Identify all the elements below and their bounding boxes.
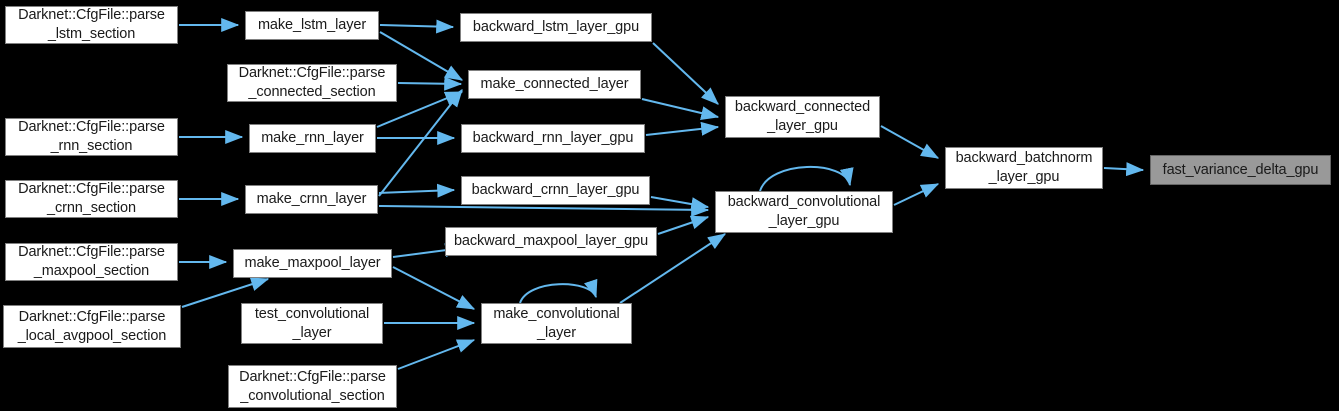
call-edge-backward_conv_gpu-to-backward_batchnorm_gpu <box>893 183 940 206</box>
call-edge-make_conv_layer-to-make_conv_layer <box>519 278 598 304</box>
node-label-parse_convolutional: Darknet::CfgFile::parse _convolutional_s… <box>239 368 386 404</box>
node-parse_maxpool[interactable]: Darknet::CfgFile::parse _maxpool_section <box>5 243 178 281</box>
node-make_rnn_layer[interactable]: make_rnn_layer <box>249 124 376 153</box>
node-make_connected_layer[interactable]: make_connected_layer <box>468 70 641 99</box>
node-backward_crnn_gpu[interactable]: backward_crnn_layer_gpu <box>461 176 650 205</box>
node-parse_convolutional[interactable]: Darknet::CfgFile::parse _convolutional_s… <box>228 365 397 408</box>
call-edge-backward_conv_gpu-to-backward_conv_gpu <box>759 166 854 192</box>
call-edge-backward_maxpool_gpu-to-backward_conv_gpu <box>657 215 710 235</box>
node-label-parse_crnn: Darknet::CfgFile::parse _crnn_section <box>18 181 165 216</box>
call-edge-backward_batchnorm_gpu-to-fast_variance_delta <box>1103 162 1145 177</box>
node-make_crnn_layer[interactable]: make_crnn_layer <box>245 185 378 214</box>
node-label-parse_connected: Darknet::CfgFile::parse _connected_secti… <box>238 65 386 100</box>
node-make_lstm_layer[interactable]: make_lstm_layer <box>245 11 379 40</box>
node-label-backward_batchnorm_gpu: backward_batchnorm _layer_gpu <box>955 150 1093 185</box>
node-backward_connected_gpu[interactable]: backward_connected _layer_gpu <box>725 96 880 138</box>
node-test_conv_layer[interactable]: test_convolutional _layer <box>241 303 383 344</box>
call-edge-make_connected_layer-to-backward_connected_gpu <box>641 98 720 120</box>
node-backward_lstm_gpu[interactable]: backward_lstm_layer_gpu <box>460 13 652 42</box>
call-edge-backward_rnn_gpu-to-backward_connected_gpu <box>645 121 720 136</box>
node-backward_rnn_gpu[interactable]: backward_rnn_layer_gpu <box>461 124 645 153</box>
node-backward_maxpool_gpu[interactable]: backward_maxpool_layer_gpu <box>445 227 657 256</box>
node-label-make_connected_layer: make_connected_layer <box>480 76 629 93</box>
node-label-parse_rnn: Darknet::CfgFile::parse _rnn_section <box>18 119 165 154</box>
node-backward_conv_gpu[interactable]: backward_convolutional _layer_gpu <box>715 191 893 233</box>
node-fast_variance_delta[interactable]: fast_variance_delta_gpu <box>1150 155 1331 185</box>
call-edge-parse_connected-to-make_connected_layer <box>397 76 463 91</box>
node-label-backward_connected_gpu: backward_connected _layer_gpu <box>734 99 871 134</box>
node-parse_connected[interactable]: Darknet::CfgFile::parse _connected_secti… <box>227 64 397 102</box>
node-make_conv_layer[interactable]: make_convolutional _layer <box>481 303 632 344</box>
node-label-backward_conv_gpu: backward_convolutional _layer_gpu <box>727 194 881 229</box>
node-label-backward_rnn_gpu: backward_rnn_layer_gpu <box>472 130 634 147</box>
node-label-parse_local_avgpool: Darknet::CfgFile::parse _local_avgpool_s… <box>17 308 167 344</box>
call-edge-make_crnn_layer-to-backward_conv_gpu <box>378 202 710 217</box>
node-label-make_rnn_layer: make_rnn_layer <box>261 130 364 147</box>
node-backward_batchnorm_gpu[interactable]: backward_batchnorm _layer_gpu <box>945 147 1103 189</box>
node-make_maxpool_layer[interactable]: make_maxpool_layer <box>233 249 392 278</box>
call-edge-make_maxpool_layer-to-make_conv_layer <box>392 266 476 310</box>
node-parse_lstm[interactable]: Darknet::CfgFile::parse _lstm_section <box>5 6 178 44</box>
node-parse_rnn[interactable]: Darknet::CfgFile::parse _rnn_section <box>5 118 178 156</box>
node-label-make_conv_layer: make_convolutional _layer <box>493 305 620 341</box>
call-edge-make_crnn_layer-to-make_connected_layer <box>378 89 463 197</box>
node-label-backward_crnn_gpu: backward_crnn_layer_gpu <box>471 182 640 199</box>
node-label-backward_maxpool_gpu: backward_maxpool_layer_gpu <box>453 233 649 250</box>
node-label-make_lstm_layer: make_lstm_layer <box>257 17 367 34</box>
call-edge-backward_lstm_gpu-to-backward_connected_gpu <box>652 42 719 105</box>
node-parse_crnn[interactable]: Darknet::CfgFile::parse _crnn_section <box>5 180 178 218</box>
node-label-make_maxpool_layer: make_maxpool_layer <box>244 255 381 272</box>
call-edge-make_lstm_layer-to-backward_lstm_gpu <box>379 19 455 34</box>
node-label-backward_lstm_gpu: backward_lstm_layer_gpu <box>472 19 640 36</box>
call-edge-backward_connected_gpu-to-backward_batchnorm_gpu <box>880 125 940 159</box>
node-parse_local_avgpool[interactable]: Darknet::CfgFile::parse _local_avgpool_s… <box>3 305 181 348</box>
call-edge-backward_crnn_gpu-to-backward_conv_gpu <box>650 196 710 211</box>
call-edge-make_crnn_layer-to-backward_crnn_gpu <box>378 183 456 198</box>
node-label-test_conv_layer: test_convolutional _layer <box>254 305 370 341</box>
node-label-make_crnn_layer: make_crnn_layer <box>256 191 367 208</box>
node-label-fast_variance_delta: fast_variance_delta_gpu <box>1162 161 1319 178</box>
call-edge-parse_convolutional-to-make_conv_layer <box>397 339 476 370</box>
node-label-parse_lstm: Darknet::CfgFile::parse _lstm_section <box>18 7 165 42</box>
node-label-parse_maxpool: Darknet::CfgFile::parse _maxpool_section <box>18 244 165 279</box>
